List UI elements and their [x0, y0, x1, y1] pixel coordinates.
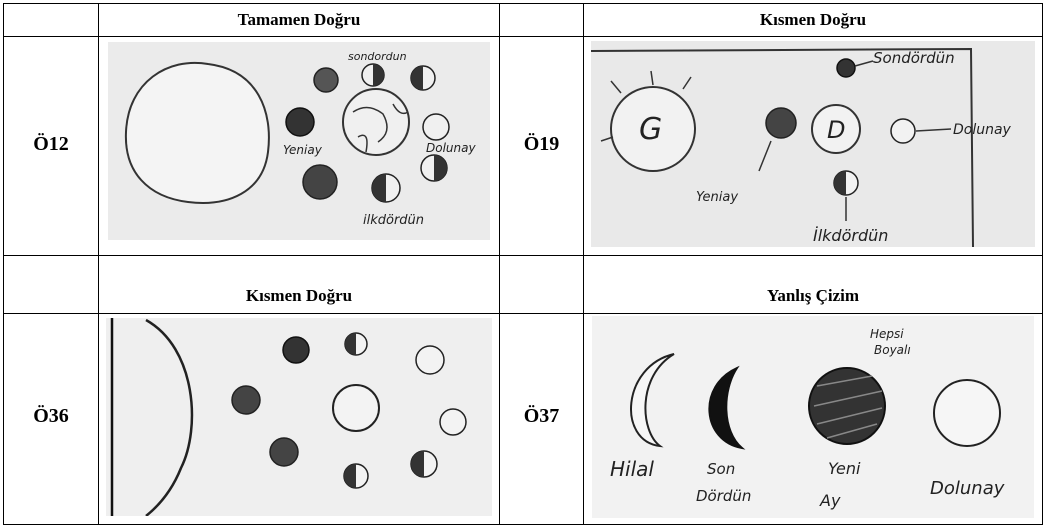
- student-label-o37: Ö37: [500, 405, 583, 428]
- o19-label-left: Yeniay: [696, 190, 738, 205]
- student-label-o12: Ö12: [4, 133, 98, 156]
- o37-label-son: Son: [707, 460, 735, 478]
- table-rule: [98, 3, 99, 525]
- o37-label-ay: Ay: [819, 491, 841, 510]
- o12-label-right: Dolunay: [426, 141, 476, 155]
- o37-label-top-1: Hepsi: [870, 327, 904, 341]
- o19-label-bottom: İlkdördün: [813, 226, 888, 245]
- table-border-top: [3, 3, 1043, 4]
- drawing-o37-svg: Hepsi Boyalı Hilal Son Dördün Yeni Ay Do…: [592, 316, 1034, 518]
- o37-label-dolunay: Dolunay: [930, 478, 1005, 499]
- table-border-bottom: [3, 524, 1043, 525]
- table-rule: [499, 3, 500, 525]
- drawing-o12-svg: sondordun Yeniay Dolunay ilkdördün: [108, 42, 490, 240]
- drawing-o36-svg: [106, 318, 492, 516]
- table-rule: [583, 3, 584, 525]
- drawing-o36: [106, 318, 492, 516]
- drawing-o19-svg: G D Sondördün Dolunay Yeniay İlkdördün: [591, 41, 1035, 247]
- o19-label-top: Sondördün: [873, 49, 955, 67]
- o12-label-bottom: ilkdördün: [363, 213, 424, 228]
- student-label-o36: Ö36: [4, 405, 98, 428]
- header-kismen-dogru-top: Kısmen Doğru: [584, 10, 1042, 30]
- table-border-right: [1042, 3, 1043, 525]
- o37-label-hilal: Hilal: [610, 457, 654, 481]
- o12-label-left: Yeniay: [283, 143, 323, 157]
- drawing-o19: G D Sondördün Dolunay Yeniay İlkdördün: [591, 41, 1035, 247]
- table-border-left: [3, 3, 4, 525]
- drawing-o12: sondordun Yeniay Dolunay ilkdördün: [108, 42, 490, 240]
- student-label-o19: Ö19: [500, 133, 583, 156]
- table-rule: [3, 313, 1043, 314]
- o19-earth-letter: D: [827, 116, 845, 144]
- o19-sun-letter: G: [639, 112, 662, 147]
- o12-label-top: sondordun: [348, 50, 407, 63]
- o37-label-yeni: Yeni: [828, 459, 861, 478]
- o37-label-top-2: Boyalı: [874, 343, 911, 357]
- header-yanlis-cizim: Yanlış Çizim: [584, 286, 1042, 306]
- header-tamamen-dogru: Tamamen Doğru: [99, 10, 499, 30]
- drawing-o37: Hepsi Boyalı Hilal Son Dördün Yeni Ay Do…: [592, 316, 1034, 518]
- header-kismen-dogru-bottom: Kısmen Doğru: [99, 286, 499, 306]
- table-rule: [3, 36, 1043, 37]
- o37-label-dordun: Dördün: [696, 487, 751, 505]
- table-rule: [3, 255, 1043, 256]
- o19-label-right: Dolunay: [953, 122, 1012, 138]
